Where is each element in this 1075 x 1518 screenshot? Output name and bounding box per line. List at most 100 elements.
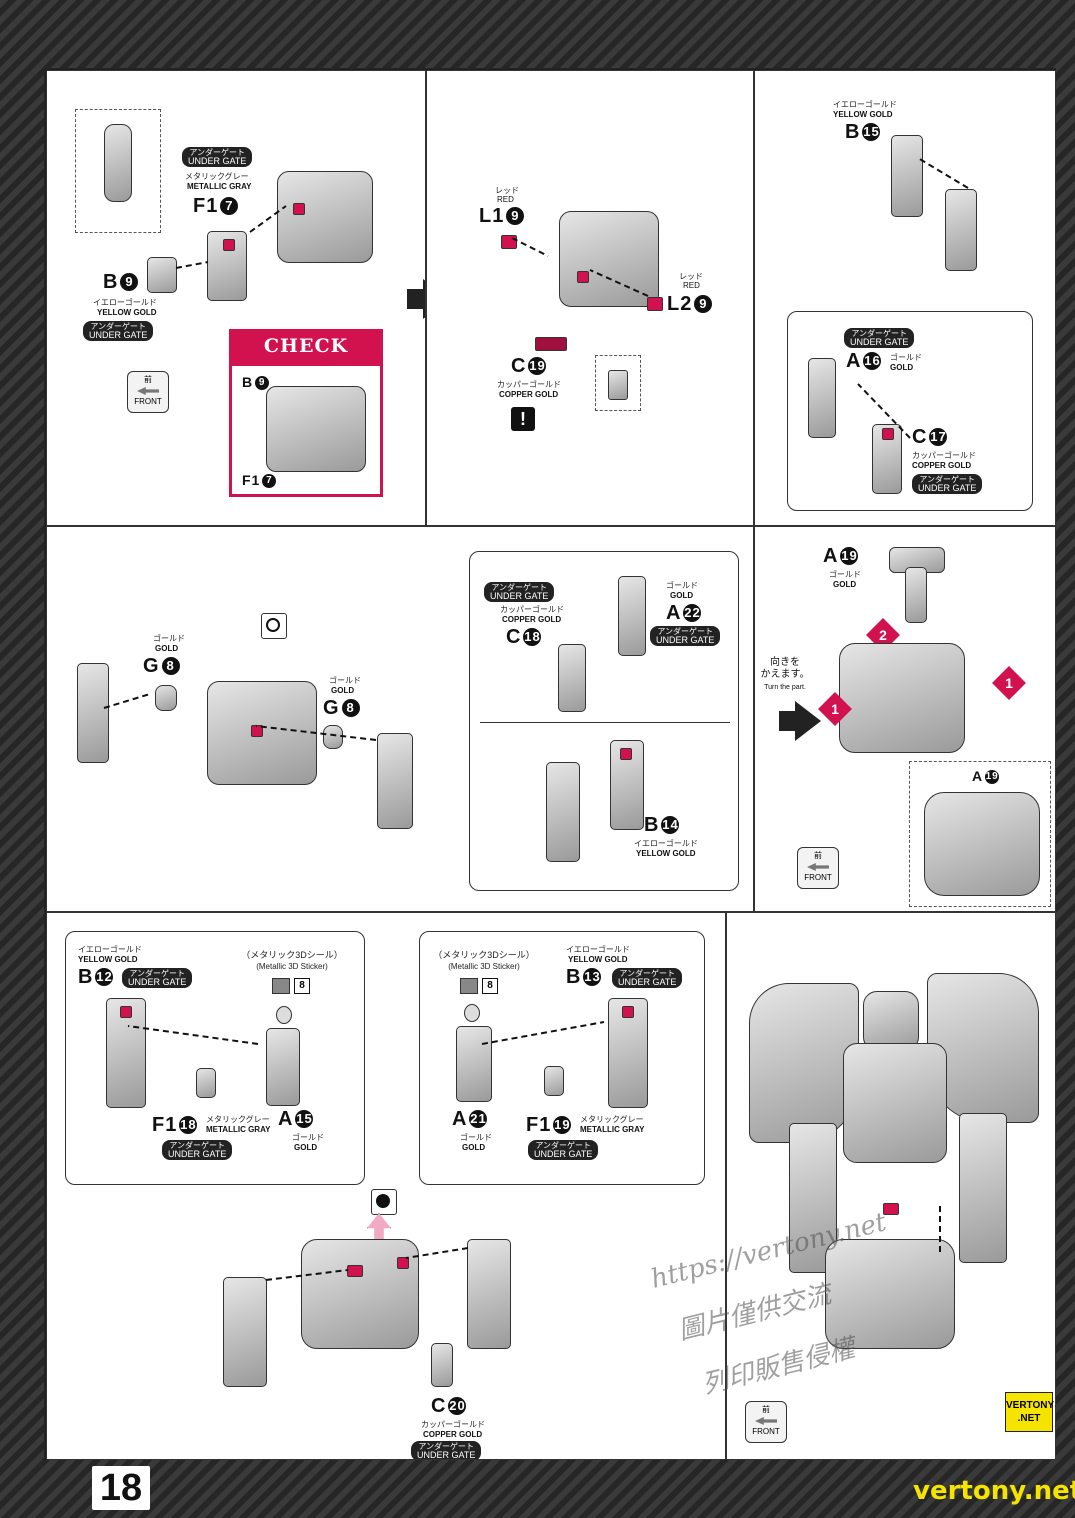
connector-pin: [622, 1006, 634, 1018]
part-color-jp: カッパーゴールド: [912, 451, 976, 460]
part-color-jp: ゴールド: [153, 634, 185, 643]
site-url: vertony.net: [913, 1476, 1075, 1506]
part-color-en: GOLD: [670, 591, 694, 600]
sticker-label: （メタリック3Dシール）(Metallic 3D Sticker): [433, 950, 535, 971]
part-armor-right: [377, 733, 413, 829]
turn-note-jp-1: 向きを: [770, 657, 800, 668]
detail-subpanel-right: （メタリック3Dシール）(Metallic 3D Sticker) 8 イエロー…: [419, 931, 705, 1185]
part-color-en: YELLOW GOLD: [78, 955, 138, 964]
part-color-en: GOLD: [294, 1143, 318, 1152]
part-color-jp: カッパーゴールド: [500, 605, 564, 614]
part-color-en: GOLD: [331, 686, 355, 695]
connector-pin: [883, 1203, 899, 1215]
connector-pin: [120, 1006, 132, 1018]
part-color-en: GOLD: [462, 1143, 486, 1152]
part-armor: [546, 762, 580, 862]
part-color-jp: イエローゴールド: [566, 945, 630, 954]
part-c18: [558, 644, 586, 712]
connector-pin: [347, 1265, 363, 1277]
part-color-en: COPPER GOLD: [499, 390, 559, 399]
sticker-part: [464, 1004, 480, 1022]
part-assembly-body: [559, 211, 659, 307]
connector-pin: [397, 1257, 409, 1269]
part-color-en: RED: [683, 281, 700, 290]
part-a15: [266, 1028, 300, 1106]
vertony-logo: VERTONY.NET: [1005, 1392, 1054, 1432]
part-color-en: METALLIC GRAY: [580, 1125, 645, 1134]
check-point-header: CHECK POINT: [229, 329, 383, 391]
part-color-en: COPPER GOLD: [912, 461, 972, 470]
sticker-icon: [460, 978, 478, 994]
part-l2-red: [647, 297, 663, 311]
detail-view-box: [75, 109, 161, 233]
rotate-icon: [371, 1189, 397, 1215]
part-color-jp: ゴールド: [829, 570, 861, 579]
part-color-jp: イエローゴールド: [634, 839, 698, 848]
divider: [480, 722, 730, 723]
part-a22: [618, 576, 646, 656]
part-color-jp: ゴールド: [329, 676, 361, 685]
part-a19-shaft: [905, 567, 927, 623]
robot-arm-right: [959, 1113, 1007, 1263]
detail-view-box: [595, 355, 641, 411]
connector-pin: [577, 271, 589, 283]
part-color-jp: イエローゴールド: [93, 298, 157, 307]
part-color-jp: ゴールド: [666, 581, 698, 590]
part-a21: [456, 1026, 492, 1102]
part-color-en: YELLOW GOLD: [97, 308, 157, 317]
part-color-en: GOLD: [833, 580, 857, 589]
robot-torso: [843, 1043, 947, 1163]
sticker-part: [276, 1006, 292, 1024]
part-color-jp: レッド: [495, 186, 519, 195]
part-c20: [431, 1343, 453, 1387]
connector-pin: [882, 428, 894, 440]
part-color-en: COPPER GOLD: [502, 615, 562, 624]
part-assembly-body: [825, 1239, 955, 1349]
part-assembly-detail: [266, 386, 366, 472]
rotate-icon: [261, 613, 287, 639]
part-armor-left: [77, 663, 109, 763]
connector-pin: [293, 203, 305, 215]
part-b14: [610, 740, 644, 830]
part-color-jp: ゴールド: [292, 1133, 324, 1142]
part-color-jp: メタリックグレー: [185, 172, 249, 181]
step-number-1: 1: [818, 692, 852, 726]
part-color-jp: イエローゴールド: [78, 945, 142, 954]
part-armor-left: [223, 1277, 267, 1387]
turn-note-jp-2: かえます。: [760, 669, 810, 680]
